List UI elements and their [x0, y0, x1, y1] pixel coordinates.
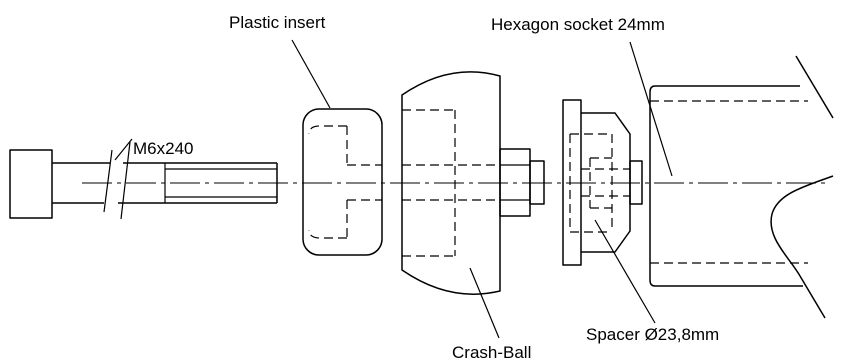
bolt-m6x240	[9, 141, 278, 220]
spacer-flange	[562, 99, 582, 266]
crash-ball	[401, 71, 545, 295]
leader-plastic-insert	[291, 39, 331, 109]
spacer	[562, 99, 643, 266]
label-spacer: Spacer Ø23,8mm	[586, 325, 719, 344]
spacer-nut	[629, 160, 643, 205]
break-line	[120, 141, 131, 220]
leader-hexagon-socket	[629, 41, 673, 177]
label-hexagon-socket: Hexagon socket 24mm	[491, 15, 665, 34]
label-crash-ball: Crash-Ball	[452, 343, 531, 362]
label-plastic-insert: Plastic insert	[229, 13, 326, 32]
crash-ball-nut	[529, 160, 545, 205]
leader-spacer	[594, 219, 656, 324]
label-bolt: M6x240	[133, 139, 193, 158]
leader-crash-ball	[469, 267, 500, 339]
leader-bolt	[114, 138, 133, 161]
plastic-insert	[302, 108, 383, 256]
hexagon-socket	[649, 55, 834, 319]
break-line	[103, 149, 113, 213]
socket-break-curve	[770, 175, 834, 277]
bolt-head	[9, 149, 53, 219]
